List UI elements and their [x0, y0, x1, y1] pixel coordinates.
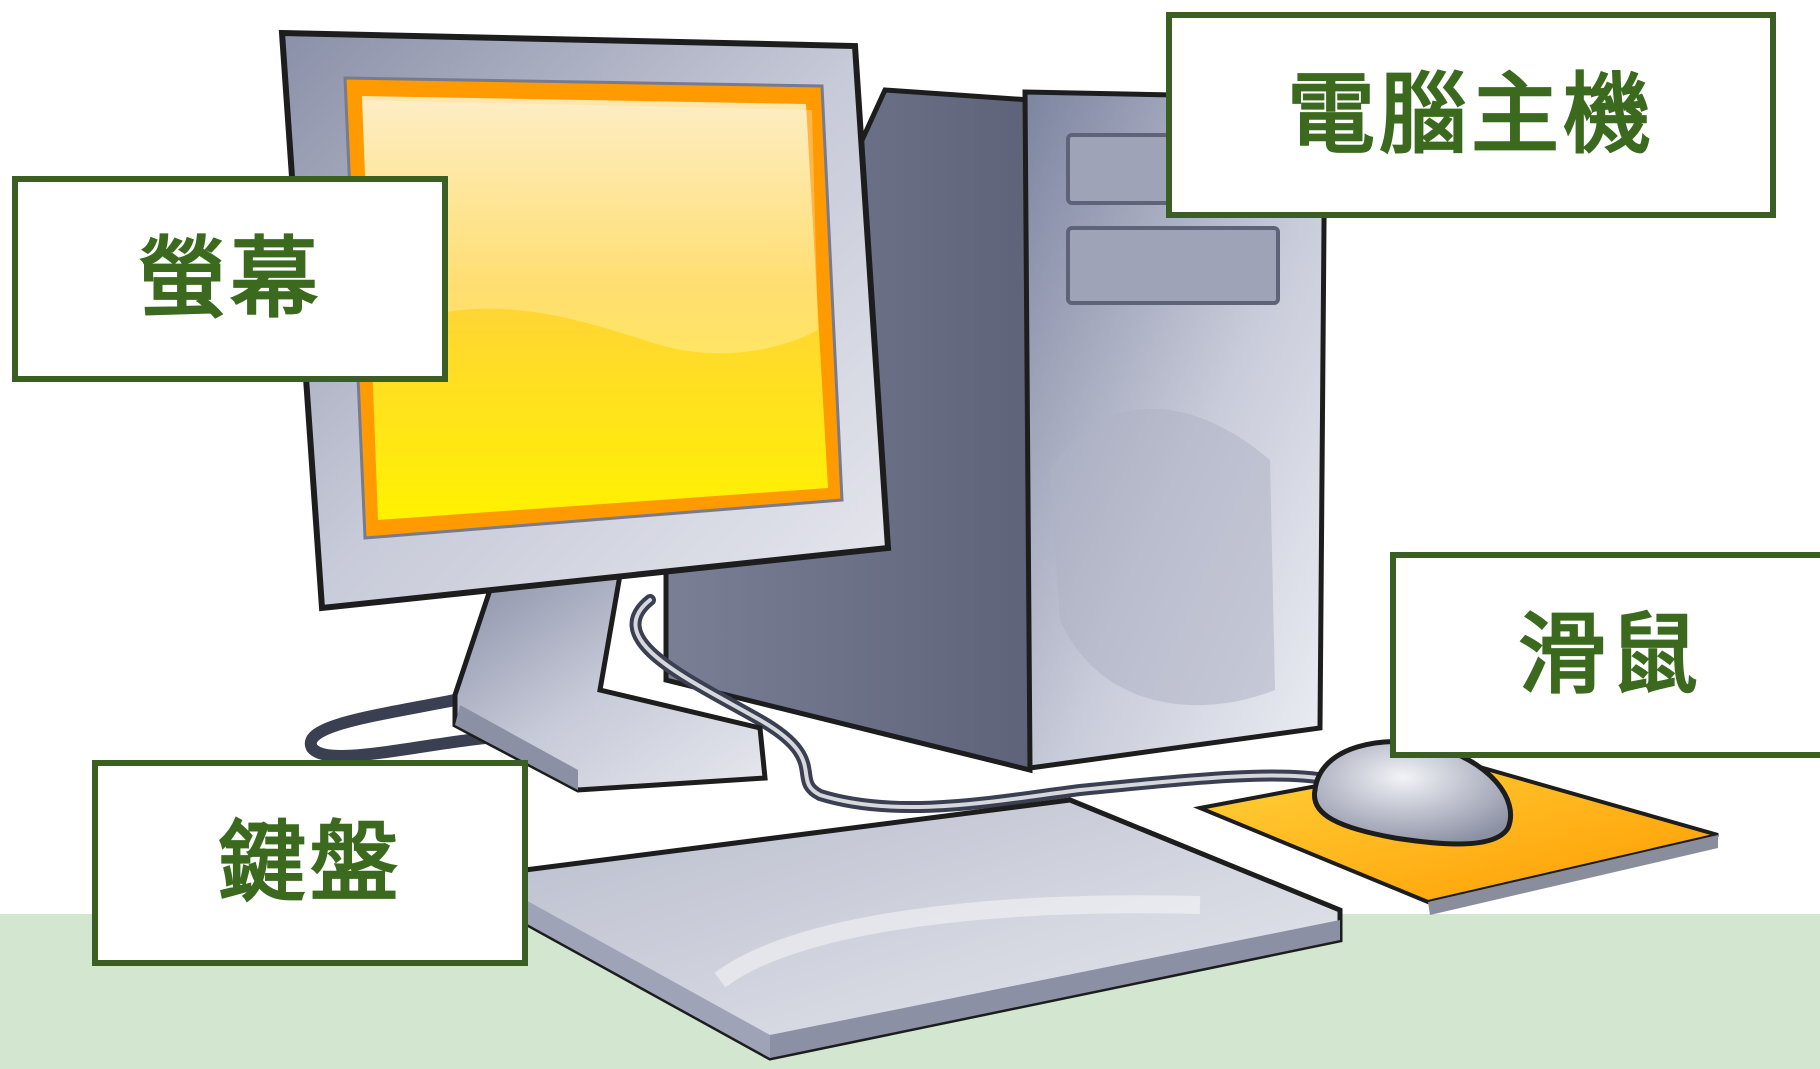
- monitor-stand-illustration: [452, 572, 768, 793]
- host-label-box: 電腦主機: [1166, 12, 1776, 218]
- mouse-illustration: [1312, 738, 1514, 847]
- mouse-label: 滑鼠: [1517, 603, 1702, 706]
- keyboard-label: 鍵盤: [217, 811, 402, 914]
- monitor-label: 螢幕: [137, 227, 322, 330]
- keyboard-label-box: 鍵盤: [92, 760, 528, 966]
- keyboard-illustration: [517, 797, 1343, 1061]
- monitor-illustration: [278, 29, 892, 612]
- mouse-label-box: 滑鼠: [1390, 552, 1820, 758]
- host-label: 電腦主機: [1286, 63, 1655, 166]
- monitor-label-box: 螢幕: [12, 176, 448, 382]
